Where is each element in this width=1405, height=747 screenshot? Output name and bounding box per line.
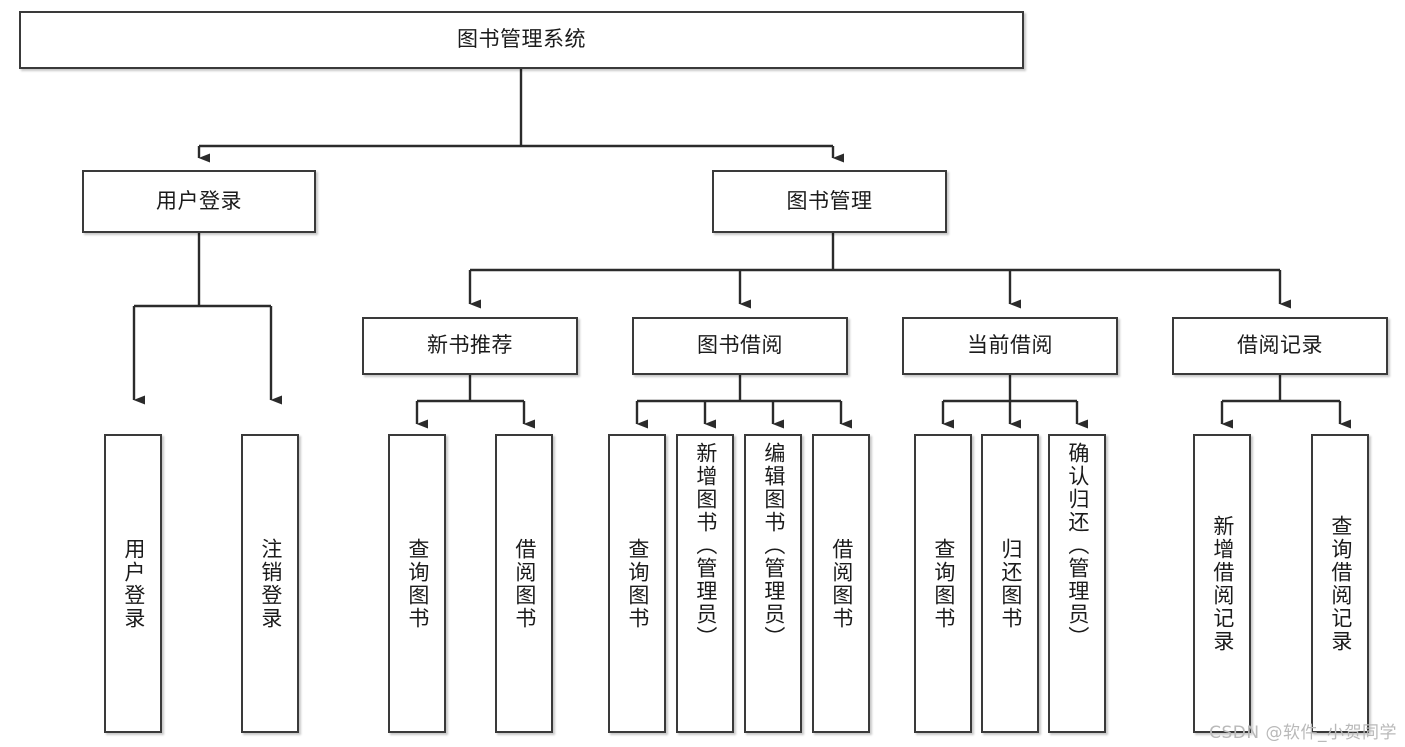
leaf-current-borrow-return-label: 归还图书	[998, 537, 1023, 630]
leaf-borrow-record-query-label: 查询借阅记录	[1328, 514, 1353, 653]
leaf-book-borrow-add[interactable]: 新增图书（管理员）	[676, 434, 734, 733]
leaf-current-borrow-confirm-label: 确认归还（管理员）	[1065, 442, 1090, 649]
leaf-book-borrow-edit-label: 编辑图书（管理员）	[761, 442, 786, 649]
leaf-book-borrow-borrow-label: 借阅图书	[829, 537, 854, 630]
leaf-current-borrow-return[interactable]: 归还图书	[981, 434, 1039, 733]
node-user-login[interactable]: 用户登录	[82, 170, 316, 233]
leaf-user-login-logout-label: 注销登录	[258, 537, 283, 630]
node-book-borrow-label: 图书借阅	[697, 333, 783, 358]
leaf-new-book-query[interactable]: 查询图书	[388, 434, 446, 733]
node-book-manage-label: 图书管理	[786, 188, 873, 213]
leaf-book-borrow-query[interactable]: 查询图书	[608, 434, 666, 733]
node-book-borrow[interactable]: 图书借阅	[632, 317, 848, 375]
node-current-borrow[interactable]: 当前借阅	[902, 317, 1118, 375]
csdn-watermark: CSDN @软件_小贺同学	[1209, 723, 1397, 743]
node-new-book-recommend-label: 新书推荐	[427, 333, 513, 358]
leaf-new-book-borrow-label: 借阅图书	[512, 537, 537, 630]
leaf-borrow-record-query[interactable]: 查询借阅记录	[1311, 434, 1369, 733]
node-borrow-record[interactable]: 借阅记录	[1172, 317, 1388, 375]
leaf-book-borrow-query-label: 查询图书	[625, 537, 650, 630]
node-new-book-recommend[interactable]: 新书推荐	[362, 317, 578, 375]
leaf-borrow-record-add-label: 新增借阅记录	[1210, 514, 1235, 653]
node-user-login-label: 用户登录	[156, 188, 242, 213]
leaf-user-login-login-label: 用户登录	[121, 537, 146, 630]
leaf-book-borrow-edit[interactable]: 编辑图书（管理员）	[744, 434, 802, 733]
leaf-book-borrow-add-label: 新增图书（管理员）	[693, 442, 718, 649]
node-root-system[interactable]: 图书管理系统	[19, 11, 1024, 69]
leaf-borrow-record-add[interactable]: 新增借阅记录	[1193, 434, 1251, 733]
leaf-user-login-logout[interactable]: 注销登录	[241, 434, 299, 733]
leaf-current-borrow-query-label: 查询图书	[931, 537, 956, 630]
node-book-manage[interactable]: 图书管理	[712, 170, 947, 233]
leaf-current-borrow-confirm[interactable]: 确认归还（管理员）	[1048, 434, 1106, 733]
node-root-system-label: 图书管理系统	[457, 27, 586, 52]
leaf-book-borrow-borrow[interactable]: 借阅图书	[812, 434, 870, 733]
node-current-borrow-label: 当前借阅	[967, 333, 1053, 358]
node-borrow-record-label: 借阅记录	[1237, 333, 1323, 358]
leaf-user-login-login[interactable]: 用户登录	[104, 434, 162, 733]
leaf-current-borrow-query[interactable]: 查询图书	[914, 434, 972, 733]
leaf-new-book-borrow[interactable]: 借阅图书	[495, 434, 553, 733]
leaf-new-book-query-label: 查询图书	[405, 537, 430, 630]
